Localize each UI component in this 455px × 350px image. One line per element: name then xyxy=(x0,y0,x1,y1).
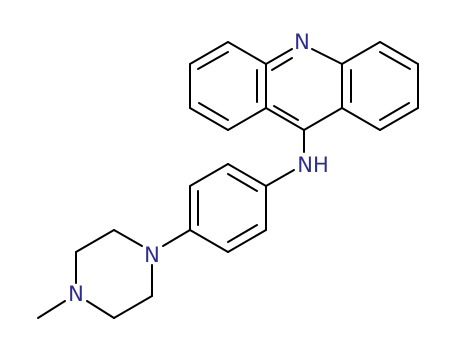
left-ring-bond xyxy=(189,107,229,131)
phenyl-ring-inner-bond xyxy=(227,173,258,192)
piperazine-bond xyxy=(75,229,115,253)
left-ring-inner-bond xyxy=(197,51,229,70)
piperazine-methyl-nitrogen-label: N xyxy=(68,282,84,306)
right-ring-bond xyxy=(341,107,381,131)
left-ring-bond xyxy=(227,41,267,65)
left-ring-bond xyxy=(227,107,267,131)
left-ring-bond xyxy=(189,41,229,65)
central-ring-inner-bond xyxy=(271,57,293,71)
central-ring-inner-bond xyxy=(273,105,299,121)
amine-nh-label: NH xyxy=(297,153,329,177)
central-ring-bond xyxy=(303,107,343,131)
acridine-nitrogen-label: N xyxy=(294,30,310,54)
atom-label-layer: N NH N N xyxy=(68,30,329,306)
phenyl-piperazine-bond xyxy=(162,229,191,247)
nh-phenyl-bond xyxy=(265,169,295,187)
methyl-bond xyxy=(37,300,66,319)
phenyl-ring-bond xyxy=(227,229,267,253)
phenyl-ring-bond xyxy=(189,229,229,253)
central-ring-bond xyxy=(311,48,343,65)
right-ring-bond xyxy=(379,107,419,131)
central-ring-bond xyxy=(265,107,305,131)
piperazine-bond xyxy=(113,229,143,247)
phenyl-ring-inner-bond xyxy=(227,224,258,243)
left-ring-inner-bond xyxy=(198,102,229,121)
right-ring-bond xyxy=(379,41,419,65)
piperazine-aryl-nitrogen-label: N xyxy=(144,243,160,267)
right-ring-inner-bond xyxy=(379,51,411,70)
central-ring-bond xyxy=(265,48,293,65)
right-ring-bond xyxy=(341,41,381,65)
phenyl-ring-bond xyxy=(189,163,229,187)
right-ring-inner-bond xyxy=(379,102,410,121)
bond-layer xyxy=(37,41,419,319)
phenyl-ring-bond xyxy=(227,163,267,187)
piperazine-bond xyxy=(113,295,153,319)
piperazine-bond xyxy=(86,300,115,319)
